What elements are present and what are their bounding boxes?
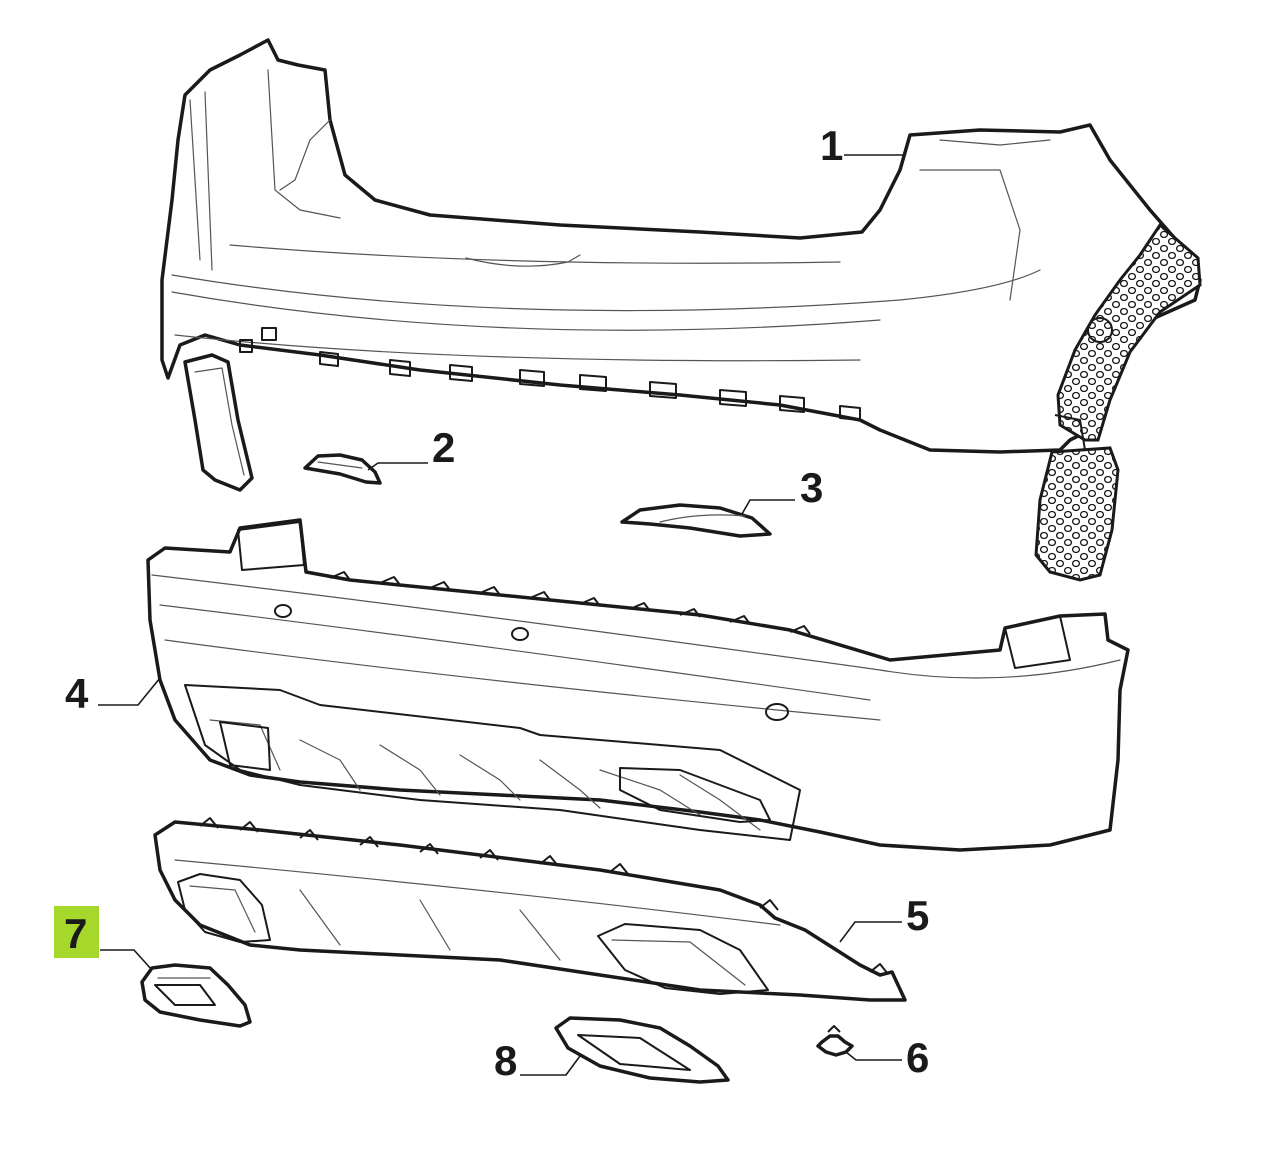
- leader-line-8: [520, 1055, 581, 1076]
- right-exhaust-trim-part[interactable]: [554, 1016, 730, 1084]
- callout-8[interactable]: 8: [494, 1037, 517, 1084]
- left-exhaust-trim-part[interactable]: [140, 963, 252, 1028]
- right-trim-insert-part[interactable]: [620, 503, 772, 538]
- lower-bumper-panel-part[interactable]: [146, 518, 1130, 852]
- callout-5[interactable]: 5: [906, 892, 929, 939]
- leader-line-4: [98, 677, 161, 706]
- leader-line-2: [367, 462, 428, 471]
- callout-7[interactable]: 7: [64, 910, 87, 957]
- callout-1[interactable]: 1: [820, 122, 843, 169]
- callout-2[interactable]: 2: [432, 424, 455, 471]
- callout-3[interactable]: 3: [800, 464, 823, 511]
- leader-line-7: [100, 949, 153, 971]
- rear-bumper-cover-part[interactable]: [160, 38, 1202, 582]
- callout-7-highlight: [54, 906, 99, 958]
- leader-line-5: [839, 921, 902, 943]
- callout-4[interactable]: 4: [65, 670, 89, 717]
- leader-line-3: [741, 499, 795, 515]
- left-trim-insert-part[interactable]: [303, 453, 382, 485]
- leader-line-6: [845, 1051, 902, 1061]
- leader-lines: [98, 154, 905, 1076]
- callout-6[interactable]: 6: [906, 1034, 929, 1081]
- clip-fastener-part[interactable]: [816, 1025, 854, 1057]
- rear-diffuser-part[interactable]: [153, 817, 907, 1002]
- callout-7-box: [54, 906, 99, 958]
